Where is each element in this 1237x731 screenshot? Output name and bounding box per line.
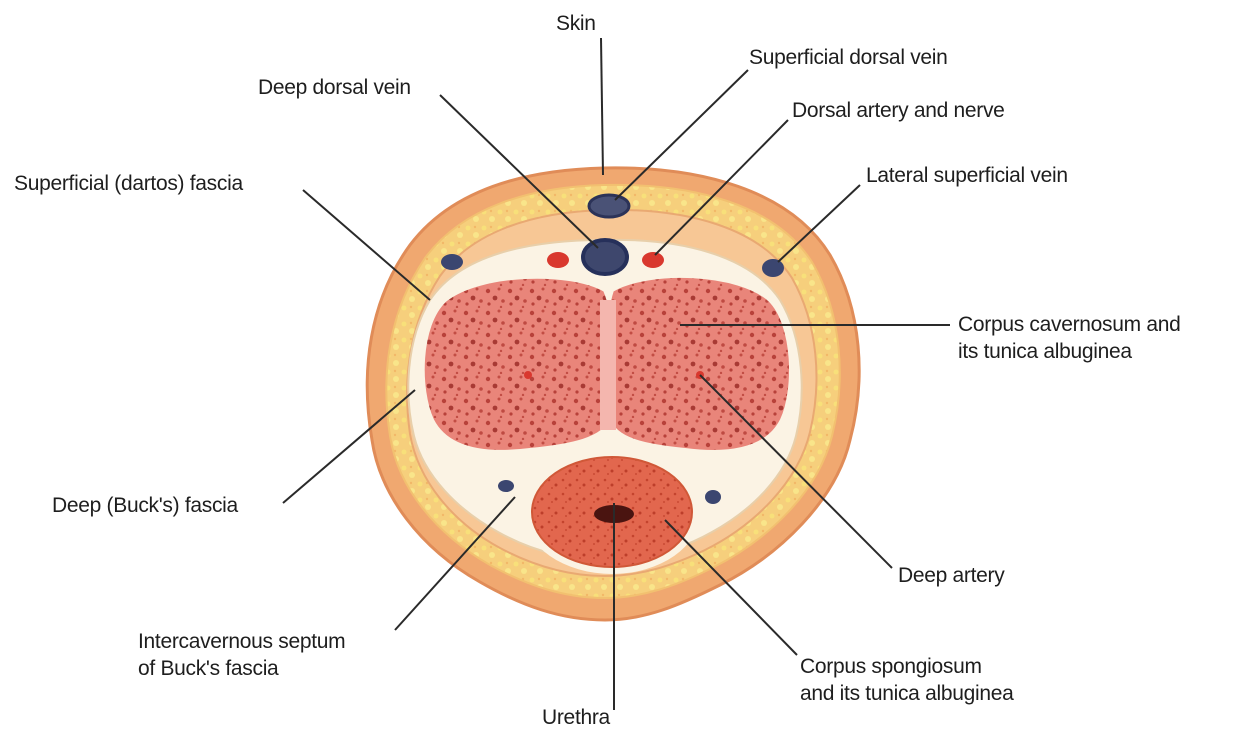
dorsal-artery-right-shape xyxy=(642,252,664,268)
lateral-superficial-vein-right-shape xyxy=(762,259,784,277)
corpus-cavernosum-right xyxy=(604,276,791,452)
label-corpus-cavernosum: Corpus cavernosum and its tunica albugin… xyxy=(958,311,1181,365)
deep-dorsal-vein-shape xyxy=(583,240,627,274)
label-dorsal-artery-and-nerve: Dorsal artery and nerve xyxy=(792,97,1005,124)
label-deep-bucks-fascia: Deep (Buck's) fascia xyxy=(52,492,238,519)
corpus-cavernosum-left xyxy=(423,277,616,452)
label-lateral-superficial-vein: Lateral superficial vein xyxy=(866,162,1068,189)
dorsal-artery-left-shape xyxy=(547,252,569,268)
label-superficial-dorsal-vein: Superficial dorsal vein xyxy=(749,44,948,71)
label-superficial-dartos-fascia: Superficial (dartos) fascia xyxy=(14,170,243,197)
label-corpus-cavernosum-line1: Corpus cavernosum and xyxy=(958,311,1181,338)
label-deep-dorsal-vein: Deep dorsal vein xyxy=(258,74,411,101)
label-corpus-spongiosum-line2: and its tunica albuginea xyxy=(800,680,1013,707)
leader-skin xyxy=(601,38,603,175)
label-corpus-spongiosum-line1: Corpus spongiosum xyxy=(800,653,1013,680)
label-corpus-spongiosum: Corpus spongiosum and its tunica albugin… xyxy=(800,653,1013,707)
intercavernous-septum xyxy=(600,300,616,430)
label-intercavernous-septum-line2: of Buck's fascia xyxy=(138,655,345,682)
lateral-superficial-vein-left-shape xyxy=(441,254,463,270)
superficial-dorsal-vein-shape xyxy=(589,195,629,217)
label-skin: Skin xyxy=(556,10,596,37)
label-corpus-cavernosum-line2: its tunica albuginea xyxy=(958,338,1181,365)
label-intercavernous-septum: Intercavernous septum of Buck's fascia xyxy=(138,628,345,682)
bucks-vein-left-shape xyxy=(498,480,514,492)
bucks-vein-right-shape xyxy=(705,490,721,504)
label-urethra: Urethra xyxy=(542,704,610,731)
label-deep-artery: Deep artery xyxy=(898,562,1004,589)
deep-artery-left-shape xyxy=(524,371,532,379)
label-intercavernous-septum-line1: Intercavernous septum xyxy=(138,628,345,655)
